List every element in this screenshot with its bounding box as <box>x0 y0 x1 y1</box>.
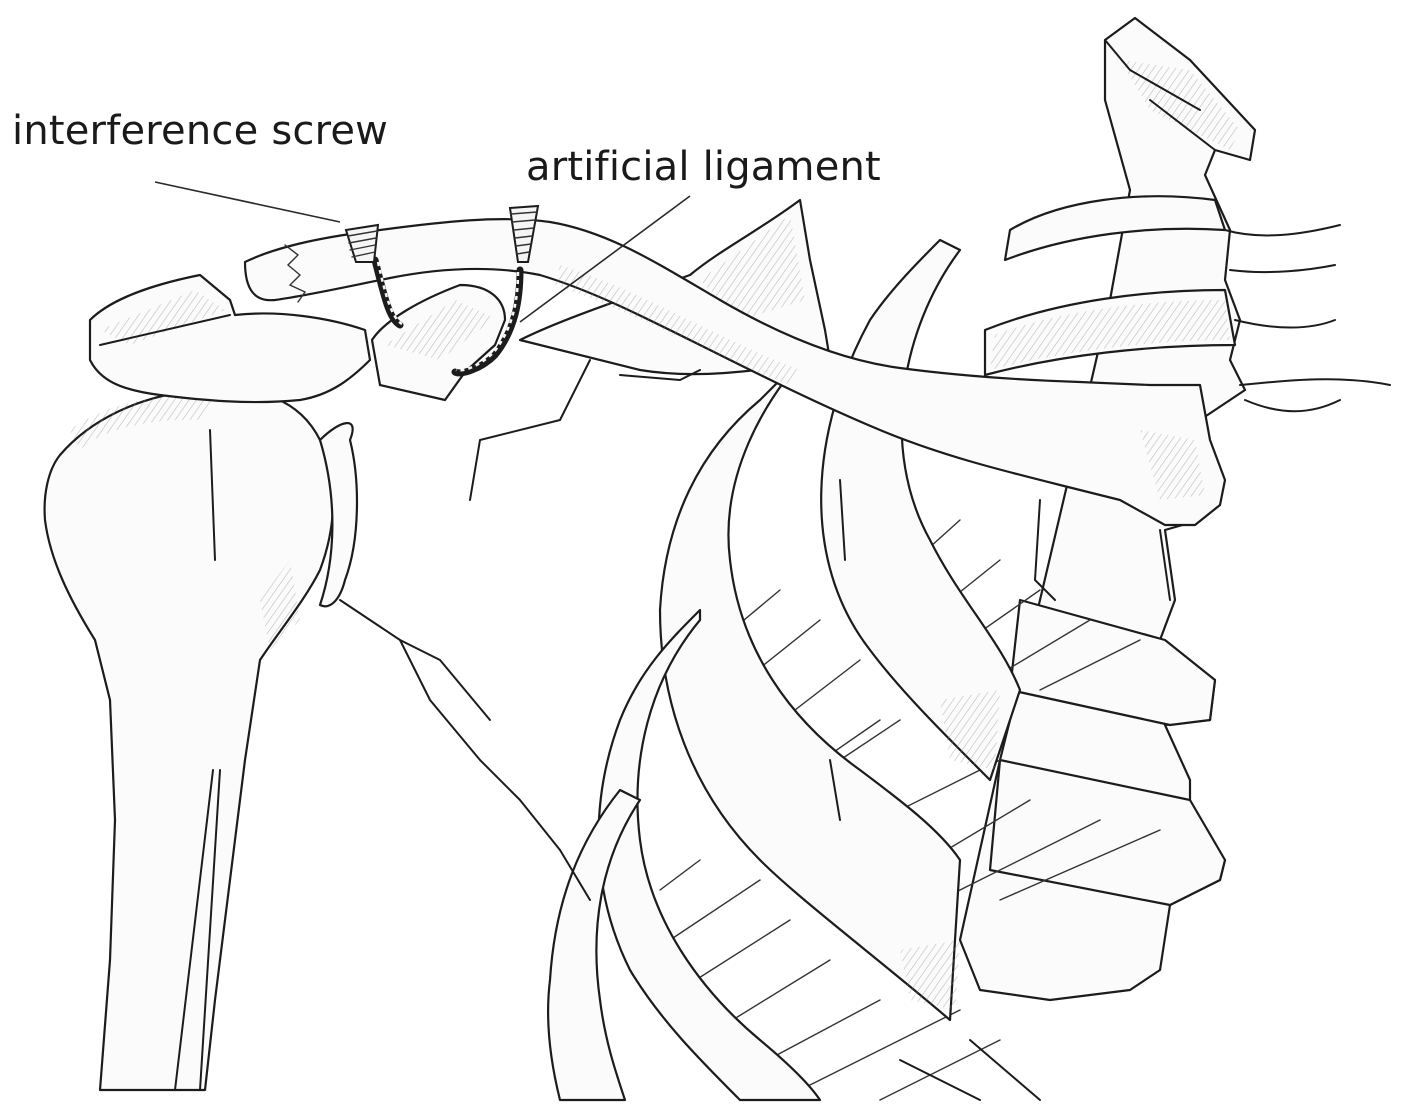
label-artificial-ligament: artificial ligament <box>526 144 881 190</box>
acromion <box>90 275 370 402</box>
humerus <box>45 389 357 1090</box>
leader-line-screw <box>155 182 340 222</box>
humeral-head <box>45 389 334 1090</box>
label-interference-screw: interference screw <box>12 108 388 154</box>
